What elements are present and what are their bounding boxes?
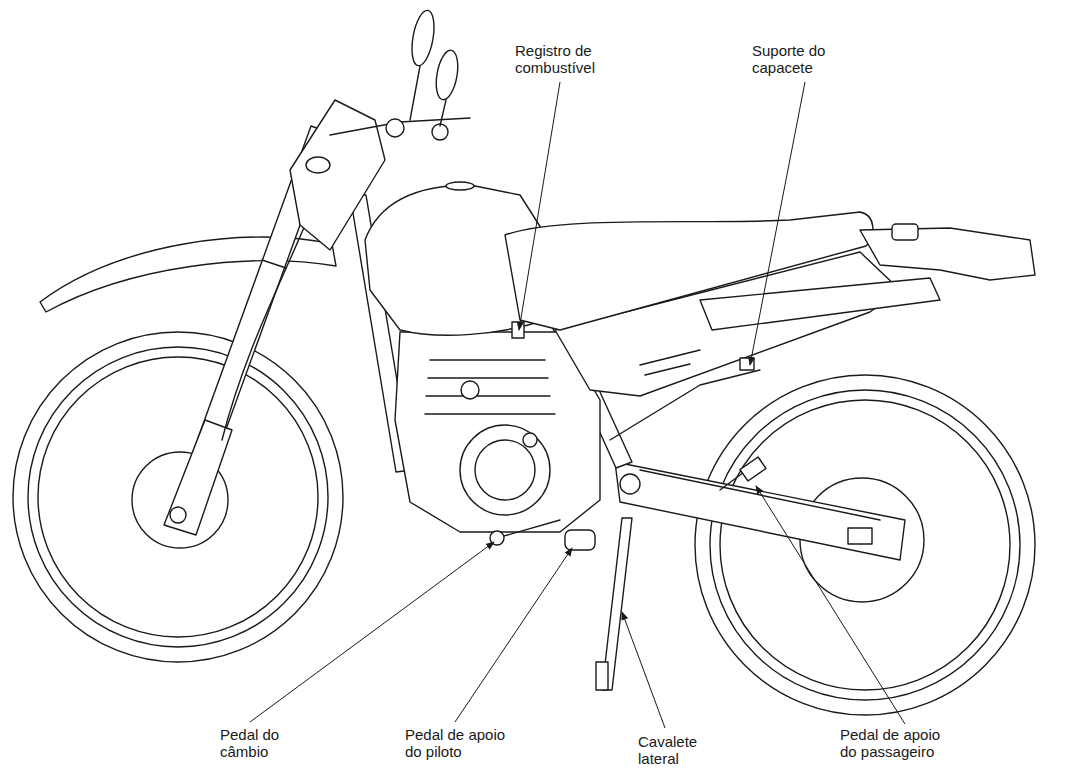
- part-label: Cavalete lateral: [638, 733, 710, 767]
- part-label: Pedal de apoio do piloto: [405, 726, 519, 760]
- swingarm-pivot: [620, 474, 640, 494]
- part-label: Pedal de apoio do passageiro: [840, 726, 954, 760]
- engine-block: [395, 332, 600, 532]
- shift-lever: [497, 520, 560, 538]
- leader-line: [455, 548, 572, 722]
- fork-leg: [164, 420, 232, 535]
- leader-line: [519, 82, 560, 330]
- tail-light: [892, 224, 918, 240]
- part-label: Pedal do câmbio: [220, 726, 292, 760]
- crankcase-inner: [475, 440, 535, 500]
- number-plate-cowl: [290, 100, 385, 250]
- front-wheel: [13, 332, 343, 662]
- front-axle: [170, 507, 186, 523]
- engine: [395, 332, 600, 532]
- fuel-valve: [512, 322, 524, 338]
- mirror: [408, 9, 437, 68]
- swingarm-body: [615, 462, 905, 560]
- front-rim-inner: [38, 357, 318, 637]
- muffler: [700, 278, 940, 330]
- cylinder-fins: [425, 360, 555, 414]
- passenger-peg: [740, 457, 766, 481]
- front-tire: [13, 332, 343, 662]
- mirror: [433, 49, 461, 102]
- side-cover-decal: [640, 350, 700, 375]
- leader-line: [622, 612, 665, 728]
- leader-line: [250, 542, 494, 722]
- mirror-stem: [440, 100, 446, 126]
- leader-line: [756, 486, 905, 724]
- crankcase-cover: [460, 425, 550, 515]
- engine-bolt: [523, 433, 537, 447]
- fuel-cap: [446, 182, 474, 190]
- handlebar: [330, 9, 470, 140]
- leader-lines: [250, 82, 905, 728]
- part-label: Suporte do capacete: [752, 42, 852, 76]
- helmet-holder: [740, 358, 754, 370]
- leader-line: [750, 82, 805, 365]
- spark-plug: [461, 381, 479, 399]
- rider-peg: [565, 530, 595, 550]
- mirror-stem: [410, 66, 420, 120]
- front-rim: [28, 347, 328, 647]
- controls: [490, 322, 766, 690]
- rear-axle: [848, 528, 872, 544]
- headlight: [306, 157, 330, 173]
- rear-fender: [860, 228, 1035, 280]
- chain-guard: [640, 470, 880, 520]
- fork-band: [262, 260, 286, 268]
- side-stand-foot: [596, 662, 608, 690]
- swingarm: [615, 462, 905, 560]
- handlebar-clamp: [386, 119, 404, 137]
- part-label: Registro de combustível: [515, 42, 635, 76]
